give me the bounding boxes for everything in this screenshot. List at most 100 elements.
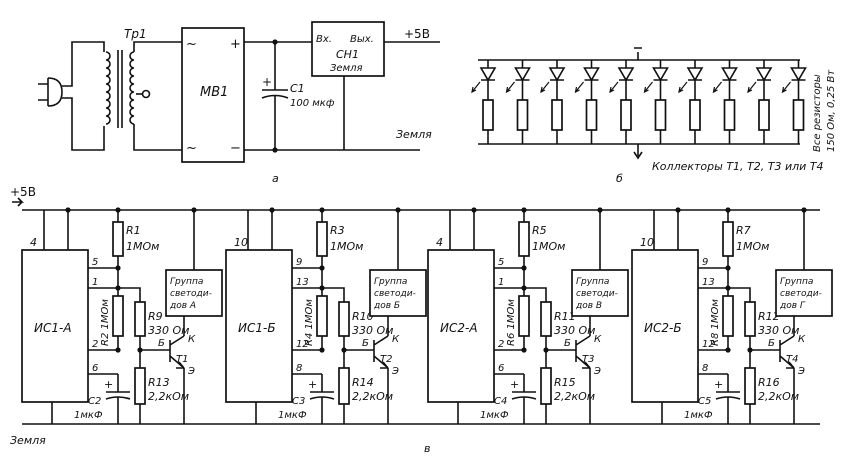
led-icon [755,67,773,82]
led-column-8 [712,60,738,144]
transformer-primary-coil [105,51,111,125]
led-resistor [516,99,529,131]
svg-text:дов Г: дов Г [779,301,806,311]
svg-text:R8 1МОм: R8 1МОм [710,299,721,346]
svg-text:R16: R16 [758,376,780,389]
c1-label: C1 [290,82,305,95]
svg-text:К: К [594,334,602,345]
svg-text:R12: R12 [758,310,780,323]
transistor-icon [546,335,591,369]
led-group-box [571,269,629,317]
svg-text:R3: R3 [330,224,345,237]
svg-text:~: ~ [186,141,197,156]
transistor-icon [140,335,185,369]
pin-number: 12 [702,339,715,350]
svg-text:R4 1МОм: R4 1МОм [304,299,315,346]
svg-text:светоди-: светоди- [780,289,822,299]
led-column-10 [781,60,807,144]
transformer-label: Тр1 [124,27,147,41]
svg-text:светоди-: светоди- [576,289,618,299]
capacitor [511,374,537,424]
pin-number: 1 [92,277,98,288]
ground-label-a: Земля [396,128,432,141]
svg-text:Б: Б [362,338,369,349]
svg-text:Вх.: Вх. [316,34,332,45]
led-resistor [551,99,563,131]
pin-number: 2 [498,339,504,350]
svg-text:R13: R13 [148,376,170,389]
led-resistor [482,99,494,131]
pin-number: 6 [92,363,98,374]
transformer-secondary-coil [129,51,135,125]
svg-text:330 Ом: 330 Ом [352,324,393,337]
svg-text:Земля: Земля [330,63,363,74]
svg-text:Э: Э [391,366,399,377]
pin-number: 6 [498,363,504,374]
ground-label-c: Земля [10,434,46,447]
svg-text:Э: Э [797,366,805,377]
pin-number: 5 [92,257,98,268]
svg-text:~: ~ [186,37,197,52]
ic-block [427,249,495,403]
svg-text:R5: R5 [532,224,547,237]
pin-number: 12 [296,339,309,350]
svg-text:светоди-: светоди- [374,289,416,299]
resistor-base [134,301,146,337]
transistor-label: T3 [582,354,594,365]
resistor-base [338,301,350,337]
resistor-mid [112,295,124,337]
svg-text:C2: C2 [88,396,101,407]
svg-text:+: + [714,378,723,391]
capacitor [105,374,131,424]
svg-text:дов А: дов А [169,301,196,311]
resistor-emitter [134,367,146,405]
led-resistor [654,99,667,131]
ic-label: ИС1-Б [238,321,276,335]
led-icon [548,67,566,82]
out-voltage-label: +5В [404,27,430,41]
svg-text:1мкФ: 1мкФ [278,410,307,421]
svg-text:330 Ом: 330 Ом [554,324,595,337]
resistors-note-1: Все резисторы [812,74,823,152]
ic-label: ИС2-Б [644,321,682,335]
svg-text:R9: R9 [148,310,163,323]
regulator-label: СН1 [336,48,359,61]
svg-text:+: + [262,75,272,89]
led-icon [790,67,807,82]
svg-text:К: К [798,334,806,345]
led-column-2 [505,60,531,144]
transistor-label: T1 [176,354,188,365]
led-column-7 [678,60,704,144]
supply-label: +5В [10,185,36,199]
led-resistor [723,99,736,131]
svg-text:светоди-: светоди- [170,289,212,299]
svg-text:R11: R11 [554,310,576,323]
svg-text:2,2кОм: 2,2кОм [148,390,189,403]
svg-text:2,2кОм: 2,2кОм [758,390,799,403]
figure-b-led-array: Все резисторы 150 Ом, 0,25 Вт Коллекторы… [471,47,837,185]
led-column-5 [609,60,635,144]
transistor-icon [344,335,389,369]
pin-number: 9 [702,257,708,268]
bridge-label: МВ1 [200,85,228,100]
svg-text:дов Б: дов Б [373,301,400,311]
ic-block [21,249,89,403]
capacitor-c1 [261,42,289,150]
vcc-pin: 4 [30,236,37,249]
svg-text:1МОм: 1МОм [126,240,159,253]
svg-text:К: К [188,334,196,345]
vcc-pin: 10 [640,236,654,249]
svg-text:+: + [510,378,519,391]
svg-text:1МОм: 1МОм [736,240,769,253]
svg-text:1мкФ: 1мкФ [74,410,103,421]
svg-text:Э: Э [187,366,195,377]
transistor-label: T4 [786,354,798,365]
caption-c: в [424,442,430,455]
svg-text:К: К [392,334,400,345]
led-resistor [689,99,701,131]
led-column-6 [643,60,669,144]
mains-leads [62,41,105,151]
